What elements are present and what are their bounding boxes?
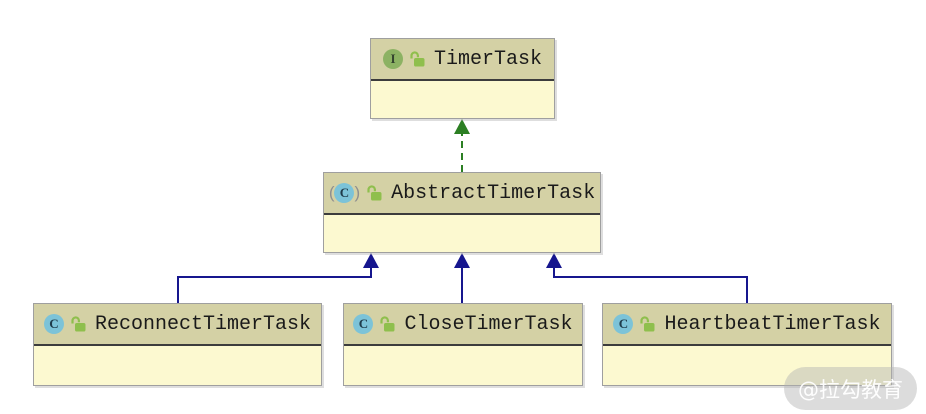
extends-arrow-reconnect bbox=[177, 253, 379, 303]
class-name: ReconnectTimerTask bbox=[94, 312, 312, 336]
class-header: C HeartbeatTimerTask bbox=[603, 304, 891, 346]
class-members-section bbox=[603, 346, 891, 385]
class-icon: C bbox=[334, 183, 355, 203]
interface-icon: I bbox=[382, 49, 403, 69]
abstract-paren-right: ) bbox=[354, 183, 361, 202]
class-box-abstracttimertask[interactable]: ( C ) AbstractTimerTask bbox=[323, 172, 601, 253]
class-box-reconnecttimertask[interactable]: C ReconnectTimerTask bbox=[33, 303, 322, 386]
extends-arrow-heartbeat bbox=[546, 253, 748, 303]
class-members-section bbox=[344, 346, 582, 385]
class-box-closetimertask[interactable]: C CloseTimerTask bbox=[343, 303, 583, 386]
open-lock-icon bbox=[365, 184, 383, 202]
watermark-text: @拉勾教育 bbox=[798, 377, 903, 402]
watermark-badge: @拉勾教育 bbox=[784, 367, 917, 410]
open-lock-icon bbox=[408, 50, 426, 68]
class-name: TimerTask bbox=[433, 47, 543, 71]
class-header: C CloseTimerTask bbox=[344, 304, 582, 346]
class-header: ( C ) AbstractTimerTask bbox=[324, 173, 600, 215]
abstract-paren-left: ( bbox=[328, 183, 335, 202]
class-name: AbstractTimerTask bbox=[391, 181, 596, 205]
class-header: I TimerTask bbox=[371, 39, 554, 81]
abstract-class-icon: ( C ) bbox=[329, 183, 360, 203]
implements-arrow-abstract-to-timertask bbox=[454, 119, 470, 172]
extends-arrow-close bbox=[454, 253, 470, 303]
class-icon: C bbox=[353, 314, 374, 334]
open-lock-icon bbox=[378, 315, 396, 333]
open-lock-icon bbox=[69, 315, 87, 333]
open-lock-icon bbox=[638, 315, 656, 333]
class-members-section bbox=[371, 81, 554, 118]
class-icon: C bbox=[613, 314, 634, 334]
class-members-section bbox=[34, 346, 321, 385]
class-name: HeartbeatTimerTask bbox=[664, 312, 881, 336]
class-icon: C bbox=[43, 314, 64, 334]
class-box-heartbeattimertask[interactable]: C HeartbeatTimerTask bbox=[602, 303, 892, 386]
class-box-timertask[interactable]: I TimerTask bbox=[370, 38, 555, 119]
class-members-section bbox=[324, 215, 600, 252]
class-header: C ReconnectTimerTask bbox=[34, 304, 321, 346]
class-name: CloseTimerTask bbox=[404, 312, 573, 336]
